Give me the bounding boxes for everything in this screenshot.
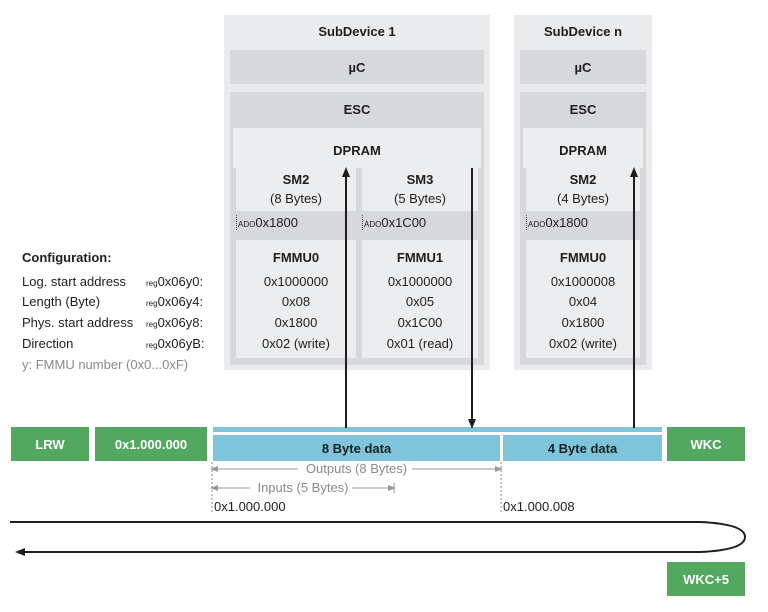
address-start-label: 0x1.000.000 [214, 499, 286, 514]
config-title: Configuration: [22, 250, 112, 265]
config-label: Length (Byte) [22, 294, 101, 309]
uc-label: µC [348, 59, 366, 75]
wkc-label: WKC [690, 436, 722, 452]
fmmu0-card [236, 240, 356, 358]
config-label: Phys. start address [22, 315, 134, 330]
config-row-length: Length (Byte) [22, 294, 100, 309]
reg-prefix: reg [146, 299, 158, 308]
data-4-byte: 4 Byte data [503, 435, 662, 461]
subdevice-n-microcontroller: µC [520, 50, 646, 84]
fmmu0-n-direction: 0x02 (write) [549, 336, 617, 351]
fmmu0-title: FMMU0 [272, 250, 320, 265]
subdevice-n-dpram-label: DPRAM [559, 143, 607, 158]
reg-value: 0x06yB: [157, 336, 205, 351]
fmmu0-length: 0x08 [281, 294, 311, 309]
fmmu0-n-log-start: 0x1000008 [550, 274, 616, 289]
config-row-direction: Direction [22, 336, 73, 351]
ado-prefix: ADO [238, 220, 256, 229]
sm2-label: SM2 [282, 172, 310, 187]
fmmu0-phys-start: 0x1800 [274, 315, 318, 330]
subdevice-1-esc-label: ESC [343, 102, 371, 117]
data-8-byte-label: 8 Byte data [321, 440, 392, 456]
subdevice-1-microcontroller: µC [230, 50, 484, 84]
fmmu1-direction: 0x01 (read) [386, 336, 454, 351]
fmmu0-n-phys-start: 0x1800 [561, 315, 605, 330]
subdevice-n-sm [526, 160, 640, 211]
frame-loop-path [10, 521, 747, 556]
wkc-return-label: WKC+5 [683, 571, 729, 587]
logical-address: 0x1.000.000 [95, 427, 207, 461]
config-note: y: FMMU number (0x0...0xF) [22, 357, 189, 372]
subdevice-n-title: SubDevice n [543, 24, 623, 39]
ado-value: 0x1C00 [381, 215, 427, 230]
sm3-label: SM3 [406, 172, 434, 187]
sm2-n-label: SM2 [569, 172, 597, 187]
fmmu0-n-title: FMMU0 [559, 250, 607, 265]
sm3-size: (5 Bytes) [393, 191, 446, 206]
subdevice-1-dpram-label: DPRAM [333, 143, 381, 158]
data-8-byte: 8 Byte data [213, 435, 500, 461]
sm2-ado-address: ADO0x1800 [236, 215, 298, 230]
sm2-n-size: (4 Bytes) [556, 191, 609, 206]
reg-value: 0x06y8: [157, 315, 204, 330]
address-mid-label: 0x1.000.008 [503, 499, 575, 514]
ado-value: 0x1800 [255, 215, 298, 230]
uc-label: µC [574, 59, 592, 75]
fmmu0-n-card [526, 240, 640, 358]
fmmu1-title: FMMU1 [396, 250, 444, 265]
config-label: Log. start address [22, 274, 127, 289]
fmmu1-log-start: 0x1000000 [387, 274, 453, 289]
sm3-ado-address: ADO0x1C00 [362, 215, 426, 230]
inputs-label: Inputs (5 Bytes) [257, 480, 349, 495]
sm2-n-ado-address: ADO0x1800 [526, 215, 588, 230]
config-row-phys-start: Phys. start address [22, 315, 133, 330]
config-label: Direction [22, 336, 74, 351]
reg-prefix: reg [146, 341, 158, 350]
reg-prefix: reg [146, 279, 158, 288]
sm2-size: (8 Bytes) [269, 191, 322, 206]
fmmu0-n-length: 0x04 [568, 294, 598, 309]
ado-value: 0x1800 [545, 215, 588, 230]
lrw-command: LRW [11, 427, 89, 461]
config-reg-direction: reg0x06yB: [146, 336, 205, 351]
config-reg-length: reg0x06y4: [146, 294, 203, 309]
data-bar-top [213, 427, 662, 432]
reg-value: 0x06y0: [157, 274, 204, 289]
reg-prefix: reg [146, 320, 158, 329]
subdevice-n-esc-label: ESC [569, 102, 597, 117]
lrw-label: LRW [35, 436, 65, 452]
ado-prefix: ADO [528, 220, 546, 229]
fmmu0-log-start: 0x1000000 [263, 274, 329, 289]
fmmu1-phys-start: 0x1C00 [397, 315, 443, 330]
fmmu0-direction: 0x02 (write) [262, 336, 330, 351]
subdevice-1-sm-right [362, 160, 478, 211]
outputs-label: Outputs (8 Bytes) [305, 461, 408, 476]
data-4-byte-label: 4 Byte data [547, 440, 618, 456]
fmmu1-card [362, 240, 478, 358]
wkc-field: WKC [667, 427, 745, 461]
config-reg-phys-start: reg0x06y8: [146, 315, 203, 330]
subdevice-1-title: SubDevice 1 [318, 24, 396, 39]
wkc-return-field: WKC+5 [667, 562, 745, 596]
subdevice-1-sm-left [236, 160, 356, 211]
config-reg-log-start: reg0x06y0: [146, 274, 203, 289]
logical-address-label: 0x1.000.000 [114, 436, 188, 452]
config-row-log-start: Log. start address [22, 274, 126, 289]
ado-prefix: ADO [364, 220, 382, 229]
fmmu1-length: 0x05 [405, 294, 435, 309]
reg-value: 0x06y4: [157, 294, 204, 309]
